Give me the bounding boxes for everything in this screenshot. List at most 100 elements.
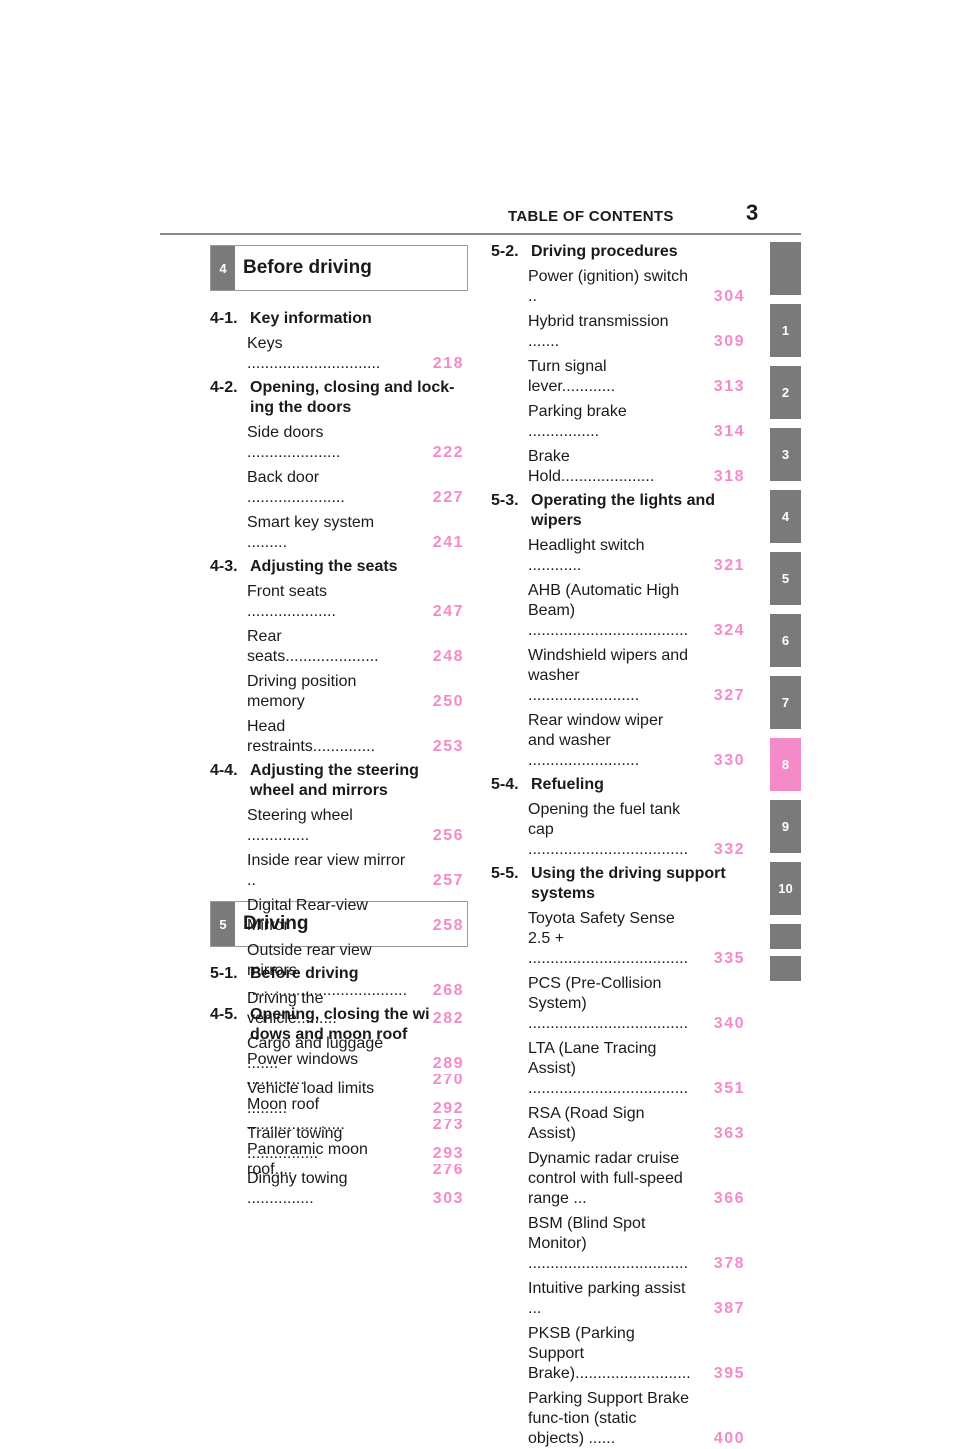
chapter-tab-1[interactable]: 1 (770, 304, 801, 357)
toc-entry[interactable]: Driving the vehicle.........282 (210, 989, 464, 1029)
entry-page-link[interactable]: 400 (710, 1429, 745, 1449)
toc-entry[interactable]: Hybrid transmission .......309 (491, 312, 745, 352)
toc-entry[interactable]: Parking Support Brake func-tion (static … (491, 1389, 745, 1449)
chapter-tab-9[interactable]: 9 (770, 800, 801, 853)
entry-page-link[interactable]: 276 (429, 1160, 464, 1180)
toc-entry[interactable]: Trailer towing ................293 (210, 1124, 464, 1164)
entry-page-link[interactable]: 248 (429, 647, 464, 667)
chapter-tab-7[interactable]: 7 (770, 676, 801, 729)
chapter-tab-blank[interactable] (770, 242, 801, 295)
entry-page-link[interactable]: 387 (710, 1299, 745, 1319)
entry-page-link[interactable]: 250 (429, 692, 464, 712)
entry-page-link[interactable]: 330 (710, 751, 745, 771)
chapter-tab-5[interactable]: 5 (770, 552, 801, 605)
subsection-heading[interactable]: 4-1.Key information (210, 309, 464, 329)
entry-page-link[interactable]: 292 (429, 1099, 464, 1119)
toc-entry[interactable]: Rear window wiper and washer ...........… (491, 711, 745, 771)
toc-entry[interactable]: PKSB (Parking Support Brake)............… (491, 1324, 745, 1384)
chapter-tab-blank[interactable] (770, 956, 801, 981)
entry-page-link[interactable]: 314 (710, 422, 745, 442)
toc-entry[interactable]: Toyota Safety Sense 2.5 + ..............… (491, 909, 745, 969)
toc-entry[interactable]: Steering wheel ..............256 (210, 806, 464, 846)
toc-entry[interactable]: Keys ..............................218 (210, 334, 464, 374)
toc-entry[interactable]: Turn signal lever............313 (491, 357, 745, 397)
toc-entry[interactable]: Back door ......................227 (210, 468, 464, 508)
toc-entry[interactable]: AHB (Automatic High Beam) ..............… (491, 581, 745, 641)
toc-entry[interactable]: Head restraints..............253 (210, 717, 464, 757)
entry-page-link[interactable]: 227 (429, 488, 464, 508)
toc-entry[interactable]: Power (ignition) switch ..304 (491, 267, 745, 307)
subsection-heading[interactable]: 5-1.Before driving (210, 964, 464, 984)
toc-entry[interactable]: Opening the fuel tank cap ..............… (491, 800, 745, 860)
entry-page-link[interactable]: 395 (710, 1364, 745, 1384)
toc-entry[interactable]: Brake Hold.....................318 (491, 447, 745, 487)
entry-page-link[interactable]: 282 (429, 1009, 464, 1029)
entry-page-link[interactable]: 318 (710, 467, 745, 487)
chapter-tab-8[interactable]: 8 (770, 738, 801, 791)
toc-entry[interactable]: Windshield wipers and washer ...........… (491, 646, 745, 706)
toc-entry[interactable]: Rear seats.....................248 (210, 627, 464, 667)
entry-page-link[interactable]: 340 (710, 1014, 745, 1034)
entry-page-link[interactable]: 332 (710, 840, 745, 860)
toc-entry[interactable]: Intuitive parking assist ...387 (491, 1279, 745, 1319)
chapter-tab-blank[interactable] (770, 924, 801, 949)
entry-page-link[interactable]: 327 (710, 686, 745, 706)
subsection-heading[interactable]: 4-2.Opening, closing and lock-ing the do… (210, 378, 464, 418)
subsection-heading[interactable]: 4-4.Adjusting the steering wheel and mir… (210, 761, 464, 801)
entry-page-link[interactable]: 304 (710, 287, 745, 307)
entry-page-link[interactable]: 256 (429, 826, 464, 846)
entry-page-link[interactable]: 289 (429, 1054, 464, 1074)
chapter-tab-2[interactable]: 2 (770, 366, 801, 419)
entry-page-link[interactable]: 222 (429, 443, 464, 463)
toc-entry[interactable]: Inside rear view mirror ..257 (210, 851, 464, 891)
entry-page-link[interactable]: 363 (710, 1124, 745, 1144)
chapter-tab-10[interactable]: 10 (770, 862, 801, 915)
chapter-tab-6[interactable]: 6 (770, 614, 801, 667)
entry-page-link[interactable]: 257 (429, 871, 464, 891)
subsection-heading[interactable]: 5-3.Operating the lights and wipers (491, 491, 745, 531)
entry-page-link[interactable]: 309 (710, 332, 745, 352)
subsection-heading[interactable]: 4-3.Adjusting the seats (210, 557, 464, 577)
subsection-heading[interactable]: 5-5.Using the driving support systems (491, 864, 745, 904)
entry-page-link[interactable]: 303 (429, 1189, 464, 1209)
toc-entry[interactable]: RSA (Road Sign Assist)363 (491, 1104, 745, 1144)
subsection-heading[interactable]: 5-2.Driving procedures (491, 242, 745, 262)
entry-page-link[interactable]: 366 (710, 1189, 745, 1209)
chapter-tab-4[interactable]: 4 (770, 490, 801, 543)
entry-page-link[interactable]: 378 (710, 1254, 745, 1274)
entry-page-link[interactable]: 293 (429, 1144, 464, 1164)
toc-entry[interactable]: Dinghy towing ...............303 (210, 1169, 464, 1209)
entry-page-link[interactable]: 268 (429, 981, 464, 1001)
toc-entry[interactable]: PCS (Pre-Collision System) .............… (491, 974, 745, 1034)
toc-entry[interactable]: Side doors .....................222 (210, 423, 464, 463)
entry-page-link[interactable]: 335 (710, 949, 745, 969)
subsection-heading[interactable]: 4-5.Opening, closing the win-dows and mo… (210, 1005, 464, 1045)
entry-page-link[interactable]: 270 (429, 1070, 464, 1090)
toc-entry[interactable]: Power windows .............270 (210, 1050, 464, 1090)
subsection-heading[interactable]: 5-4.Refueling (491, 775, 745, 795)
entry-page-link[interactable]: 253 (429, 737, 464, 757)
chapter-tab-3[interactable]: 3 (770, 428, 801, 481)
entry-page-link[interactable]: 351 (710, 1079, 745, 1099)
toc-entry[interactable]: Headlight switch ............321 (491, 536, 745, 576)
entry-page-link[interactable]: 247 (429, 602, 464, 622)
entry-page-link[interactable]: 321 (710, 556, 745, 576)
toc-entry[interactable]: BSM (Blind Spot Monitor) ...............… (491, 1214, 745, 1274)
toc-entry[interactable]: Cargo and luggage .......289 (210, 1034, 464, 1074)
toc-entry[interactable]: Dynamic radar cruise control with full-s… (491, 1149, 745, 1209)
toc-entry[interactable]: Panoramic moon roof....276 (210, 1140, 464, 1180)
toc-entry[interactable]: LTA (Lane Tracing Assist) ..............… (491, 1039, 745, 1099)
entry-page-link[interactable]: 241 (429, 533, 464, 553)
toc-entry[interactable]: Parking brake ................314 (491, 402, 745, 442)
toc-entry[interactable]: Vehicle load limits .........292 (210, 1079, 464, 1119)
toc-entry[interactable]: Front seats ....................247 (210, 582, 464, 622)
toc-entry[interactable]: Outside rear view mirrors ..............… (210, 941, 464, 1001)
entry-page-link[interactable]: 218 (429, 354, 464, 374)
entry-page-link[interactable]: 258 (429, 916, 464, 936)
entry-page-link[interactable]: 313 (710, 377, 745, 397)
toc-entry[interactable]: Smart key system .........241 (210, 513, 464, 553)
entry-page-link[interactable]: 273 (429, 1115, 464, 1135)
toc-entry[interactable]: Moon roof ......................273 (210, 1095, 464, 1135)
